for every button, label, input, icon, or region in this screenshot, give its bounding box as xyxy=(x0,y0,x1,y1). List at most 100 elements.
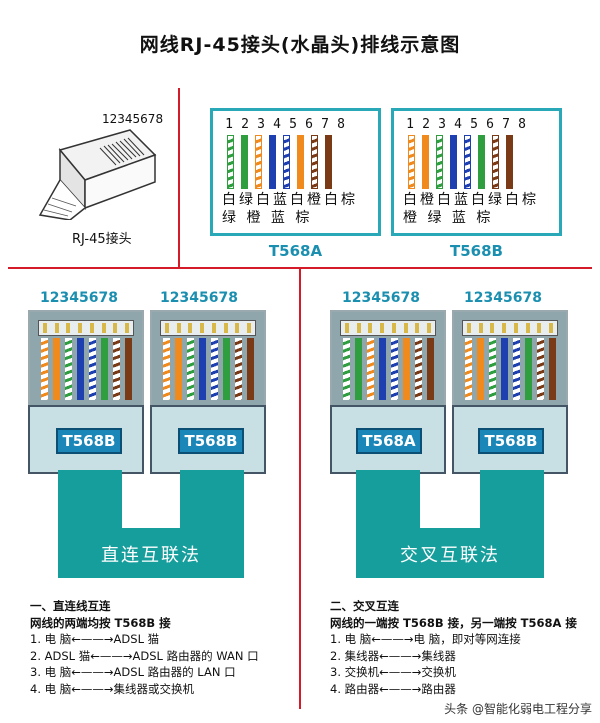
plug-contacts xyxy=(340,320,436,336)
plug-wire xyxy=(426,338,434,400)
plug-wires xyxy=(160,338,256,400)
wire xyxy=(449,135,457,189)
wire-number: 1 xyxy=(225,117,233,132)
plug-wire xyxy=(162,338,170,400)
plug-pin xyxy=(42,323,47,333)
plug-wire xyxy=(124,338,132,400)
plug-wire xyxy=(464,338,472,400)
wire-number: 8 xyxy=(518,117,526,132)
plug-wire xyxy=(402,338,410,400)
straight-right-plug xyxy=(150,310,266,409)
plug-pin xyxy=(525,323,530,333)
plug-wire xyxy=(64,338,72,400)
plug-wires xyxy=(462,338,558,400)
wire-number: 7 xyxy=(502,117,510,132)
plug-pin xyxy=(549,323,554,333)
plug-pin xyxy=(101,323,106,333)
cross-right-pins: 12345678 xyxy=(464,290,542,306)
plug-pin xyxy=(415,323,420,333)
straight-cable-left xyxy=(58,470,122,530)
rj45-plug-icon xyxy=(38,129,157,220)
wire-number: 4 xyxy=(273,117,281,132)
plug-wire xyxy=(246,338,254,400)
cross-cable-left xyxy=(356,470,420,530)
wire xyxy=(310,135,318,189)
plug-pin xyxy=(66,323,71,333)
plug-pin xyxy=(164,323,169,333)
plug-pin xyxy=(368,323,373,333)
plug-wire xyxy=(390,338,398,400)
wire-number: 7 xyxy=(321,117,329,132)
plug-contacts xyxy=(38,320,134,336)
straight-cable xyxy=(58,528,244,578)
plug-wire xyxy=(198,338,206,400)
wire-number: 5 xyxy=(470,117,478,132)
straight-left-badge: T568B xyxy=(56,428,122,454)
wire xyxy=(435,135,443,189)
plug-pin xyxy=(200,323,205,333)
notes-straight-item: 3. 电 脑←——→ADSL 路由器的 LAN 口 xyxy=(30,665,236,679)
plug-contacts xyxy=(160,320,256,336)
plug-pin xyxy=(502,323,507,333)
plug-pin xyxy=(513,323,518,333)
plug-wire xyxy=(354,338,362,400)
notes-cross: 二、交叉互连 网线的一端按 T568B 接，另一端按 T568A 接 1. 电 … xyxy=(330,598,595,697)
wire-number: 6 xyxy=(305,117,313,132)
wire xyxy=(477,135,485,189)
plug-wire xyxy=(174,338,182,400)
straight-right-badge: T568B xyxy=(178,428,244,454)
plug-wires xyxy=(38,338,134,400)
notes-straight-heading: 一、直连线互连 xyxy=(30,599,111,613)
notes-straight-item: 2. ADSL 猫←——→ADSL 路由器的 WAN 口 xyxy=(30,648,259,663)
t568a-color-row1: 白绿白蓝白橙白棕 xyxy=(222,192,358,208)
rj45-pin-label: 12345678 xyxy=(102,112,164,126)
t568a-wires xyxy=(223,135,335,193)
wire-number: 5 xyxy=(289,117,297,132)
plug-wire xyxy=(378,338,386,400)
cross-cable-label: 交叉互联法 xyxy=(400,545,500,566)
wire xyxy=(254,135,262,189)
notes-cross-item: 1. 电 脑←——→电 脑，即对等网连接 xyxy=(330,632,521,646)
plug-wire xyxy=(536,338,544,400)
plug-pin xyxy=(113,323,118,333)
cross-cable-right xyxy=(480,470,544,530)
plug-pin xyxy=(211,323,216,333)
plug-wire xyxy=(512,338,520,400)
wire xyxy=(505,135,513,189)
plug-pin xyxy=(247,323,252,333)
plug-pin xyxy=(235,323,240,333)
wire-number: 1 xyxy=(406,117,414,132)
notes-cross-item: 4. 路由器←——→路由器 xyxy=(330,681,456,696)
plug-pin xyxy=(490,323,495,333)
plug-pin xyxy=(427,323,432,333)
plug-pin xyxy=(380,323,385,333)
wire xyxy=(463,135,471,189)
plug-wire xyxy=(342,338,350,400)
plug-wire xyxy=(234,338,242,400)
wire xyxy=(240,135,248,189)
notes-cross-sub: 网线的一端按 T568B 接，另一端按 T568A 接 xyxy=(330,615,577,630)
wire xyxy=(226,135,234,189)
plug-pin xyxy=(78,323,83,333)
plug-wires xyxy=(340,338,436,400)
notes-straight-sub: 网线的两端均按 T568B 接 xyxy=(30,615,171,630)
cross-left-plug xyxy=(330,310,446,409)
wire xyxy=(268,135,276,189)
wire-number: 8 xyxy=(337,117,345,132)
plug-pin xyxy=(466,323,471,333)
plug-pin xyxy=(344,323,349,333)
notes-straight: 一、直连线互连 网线的两端均按 T568B 接 1. 电 脑←——→ADSL 猫… xyxy=(30,598,292,697)
plug-pin xyxy=(391,323,396,333)
straight-cable-right xyxy=(180,470,244,530)
plug-wire xyxy=(210,338,218,400)
divider-horizontal xyxy=(8,267,592,269)
cross-left-pins: 12345678 xyxy=(342,290,420,306)
wire xyxy=(407,135,415,189)
plug-wire xyxy=(100,338,108,400)
t568a-color-row2: 绿 橙 蓝 棕 xyxy=(222,210,313,226)
plug-wire xyxy=(366,338,374,400)
